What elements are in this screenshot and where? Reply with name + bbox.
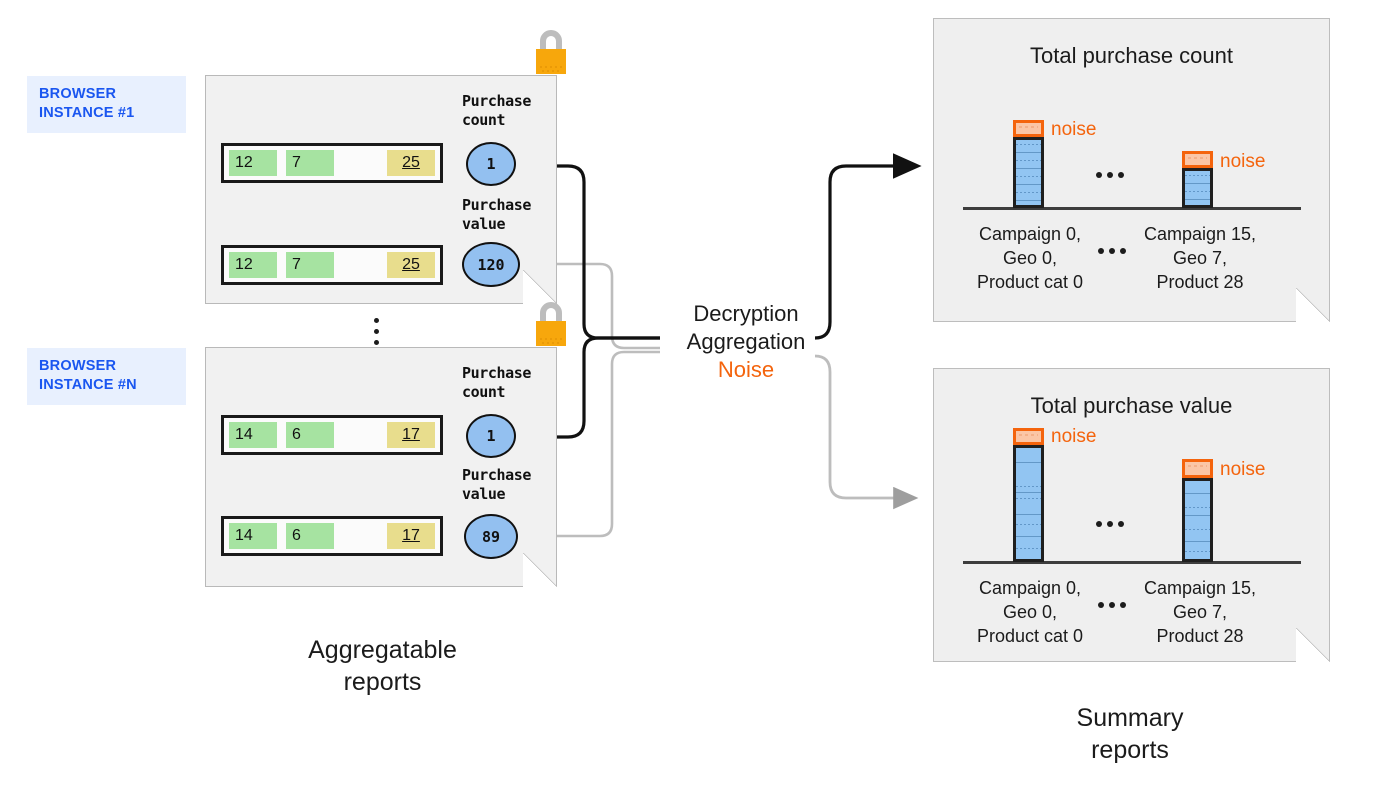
- metric-label-purchase-count: Purchase count: [462, 92, 532, 129]
- chart-axis-line: [963, 207, 1301, 210]
- report-key-cell: 6: [286, 523, 334, 549]
- report-value-cell: 17: [387, 422, 435, 448]
- wire-out-count: [814, 153, 922, 340]
- metric-label-purchase-count: Purchase count: [462, 364, 532, 401]
- noise-segment-campaign-0: [1013, 428, 1044, 445]
- category-ellipsis: [1098, 602, 1126, 608]
- process-line-noise: Noise: [717, 357, 775, 382]
- aggregatable-report-row: 12 7 25: [221, 245, 443, 285]
- chart-ellipsis: [1096, 521, 1124, 527]
- noise-label: noise: [1051, 119, 1097, 140]
- report-key-cell: 12: [229, 150, 277, 176]
- bar-campaign-15: [1182, 168, 1213, 208]
- noise-segment-campaign-15: [1182, 151, 1213, 168]
- aggregatable-reports-caption: Aggregatable reports: [308, 636, 457, 696]
- noise-label: noise: [1051, 426, 1097, 447]
- report-key-cell: 6: [286, 422, 334, 448]
- browser-instance-n-tag: BROWSER INSTANCE #N: [27, 348, 186, 405]
- vertical-ellipsis: [374, 318, 379, 345]
- noise-label: noise: [1220, 459, 1266, 480]
- purchase-value-bubble: 89: [464, 514, 518, 559]
- aggregatable-report-row: 14 6 17: [221, 516, 443, 556]
- chart-axis-line: [963, 561, 1301, 564]
- bar-campaign-0: [1013, 445, 1044, 562]
- browser-instance-1-tag: BROWSER INSTANCE #1: [27, 76, 186, 133]
- panel-fold-corner: [1296, 288, 1330, 322]
- aggregatable-report-row: 12 7 25: [221, 143, 443, 183]
- report-key-cell: 14: [229, 523, 277, 549]
- aggregatable-report-row: 14 6 17: [221, 415, 443, 455]
- metric-label-purchase-value: Purchase value: [462, 196, 532, 233]
- process-line-decryption: Decryption: [693, 301, 799, 326]
- summary-title-count: Total purchase count: [1029, 43, 1234, 68]
- bar-campaign-15: [1182, 478, 1213, 562]
- summary-report-panel-count: [933, 18, 1330, 322]
- bar-category-label: Campaign 0, Geo 0, Product cat 0: [976, 578, 1084, 646]
- bar-category-label: Campaign 15, Geo 7, Product 28: [1143, 578, 1257, 646]
- report-value-cell: 25: [387, 252, 435, 278]
- process-label: Decryption Aggregation Noise: [636, 300, 856, 384]
- bar-category-label: Campaign 0, Geo 0, Product cat 0: [976, 224, 1084, 292]
- wire-count-n: [517, 336, 660, 439]
- metric-label-purchase-value: Purchase value: [462, 466, 532, 503]
- wire-value-n: [517, 350, 660, 538]
- bar-campaign-0: [1013, 137, 1044, 208]
- padlock-icon: [530, 28, 572, 80]
- purchase-count-bubble: 1: [466, 142, 516, 186]
- chart-ellipsis: [1096, 172, 1124, 178]
- bar-category-label: Campaign 15, Geo 7, Product 28: [1143, 224, 1257, 292]
- summary-report-panel-value: [933, 368, 1330, 662]
- noise-label: noise: [1220, 151, 1266, 172]
- noise-segment-campaign-15: [1182, 459, 1213, 478]
- report-key-cell: 7: [286, 150, 334, 176]
- purchase-count-bubble: 1: [466, 414, 516, 458]
- report-key-cell: 14: [229, 422, 277, 448]
- process-line-aggregation: Aggregation: [686, 329, 806, 354]
- panel-fold-corner: [523, 553, 557, 587]
- padlock-icon: [530, 300, 572, 352]
- report-value-cell: 25: [387, 150, 435, 176]
- panel-fold-corner: [1296, 628, 1330, 662]
- category-ellipsis: [1098, 248, 1126, 254]
- report-key-cell: 7: [286, 252, 334, 278]
- noise-segment-campaign-0: [1013, 120, 1044, 137]
- report-value-cell: 17: [387, 523, 435, 549]
- summary-title-value: Total purchase value: [1030, 393, 1233, 418]
- wire-out-value: [814, 354, 919, 510]
- purchase-value-bubble: 120: [462, 242, 520, 287]
- report-key-cell: 12: [229, 252, 277, 278]
- panel-fold-corner: [523, 270, 557, 304]
- summary-reports-caption: Summary reports: [1076, 704, 1184, 764]
- wire-value-1: [517, 262, 660, 350]
